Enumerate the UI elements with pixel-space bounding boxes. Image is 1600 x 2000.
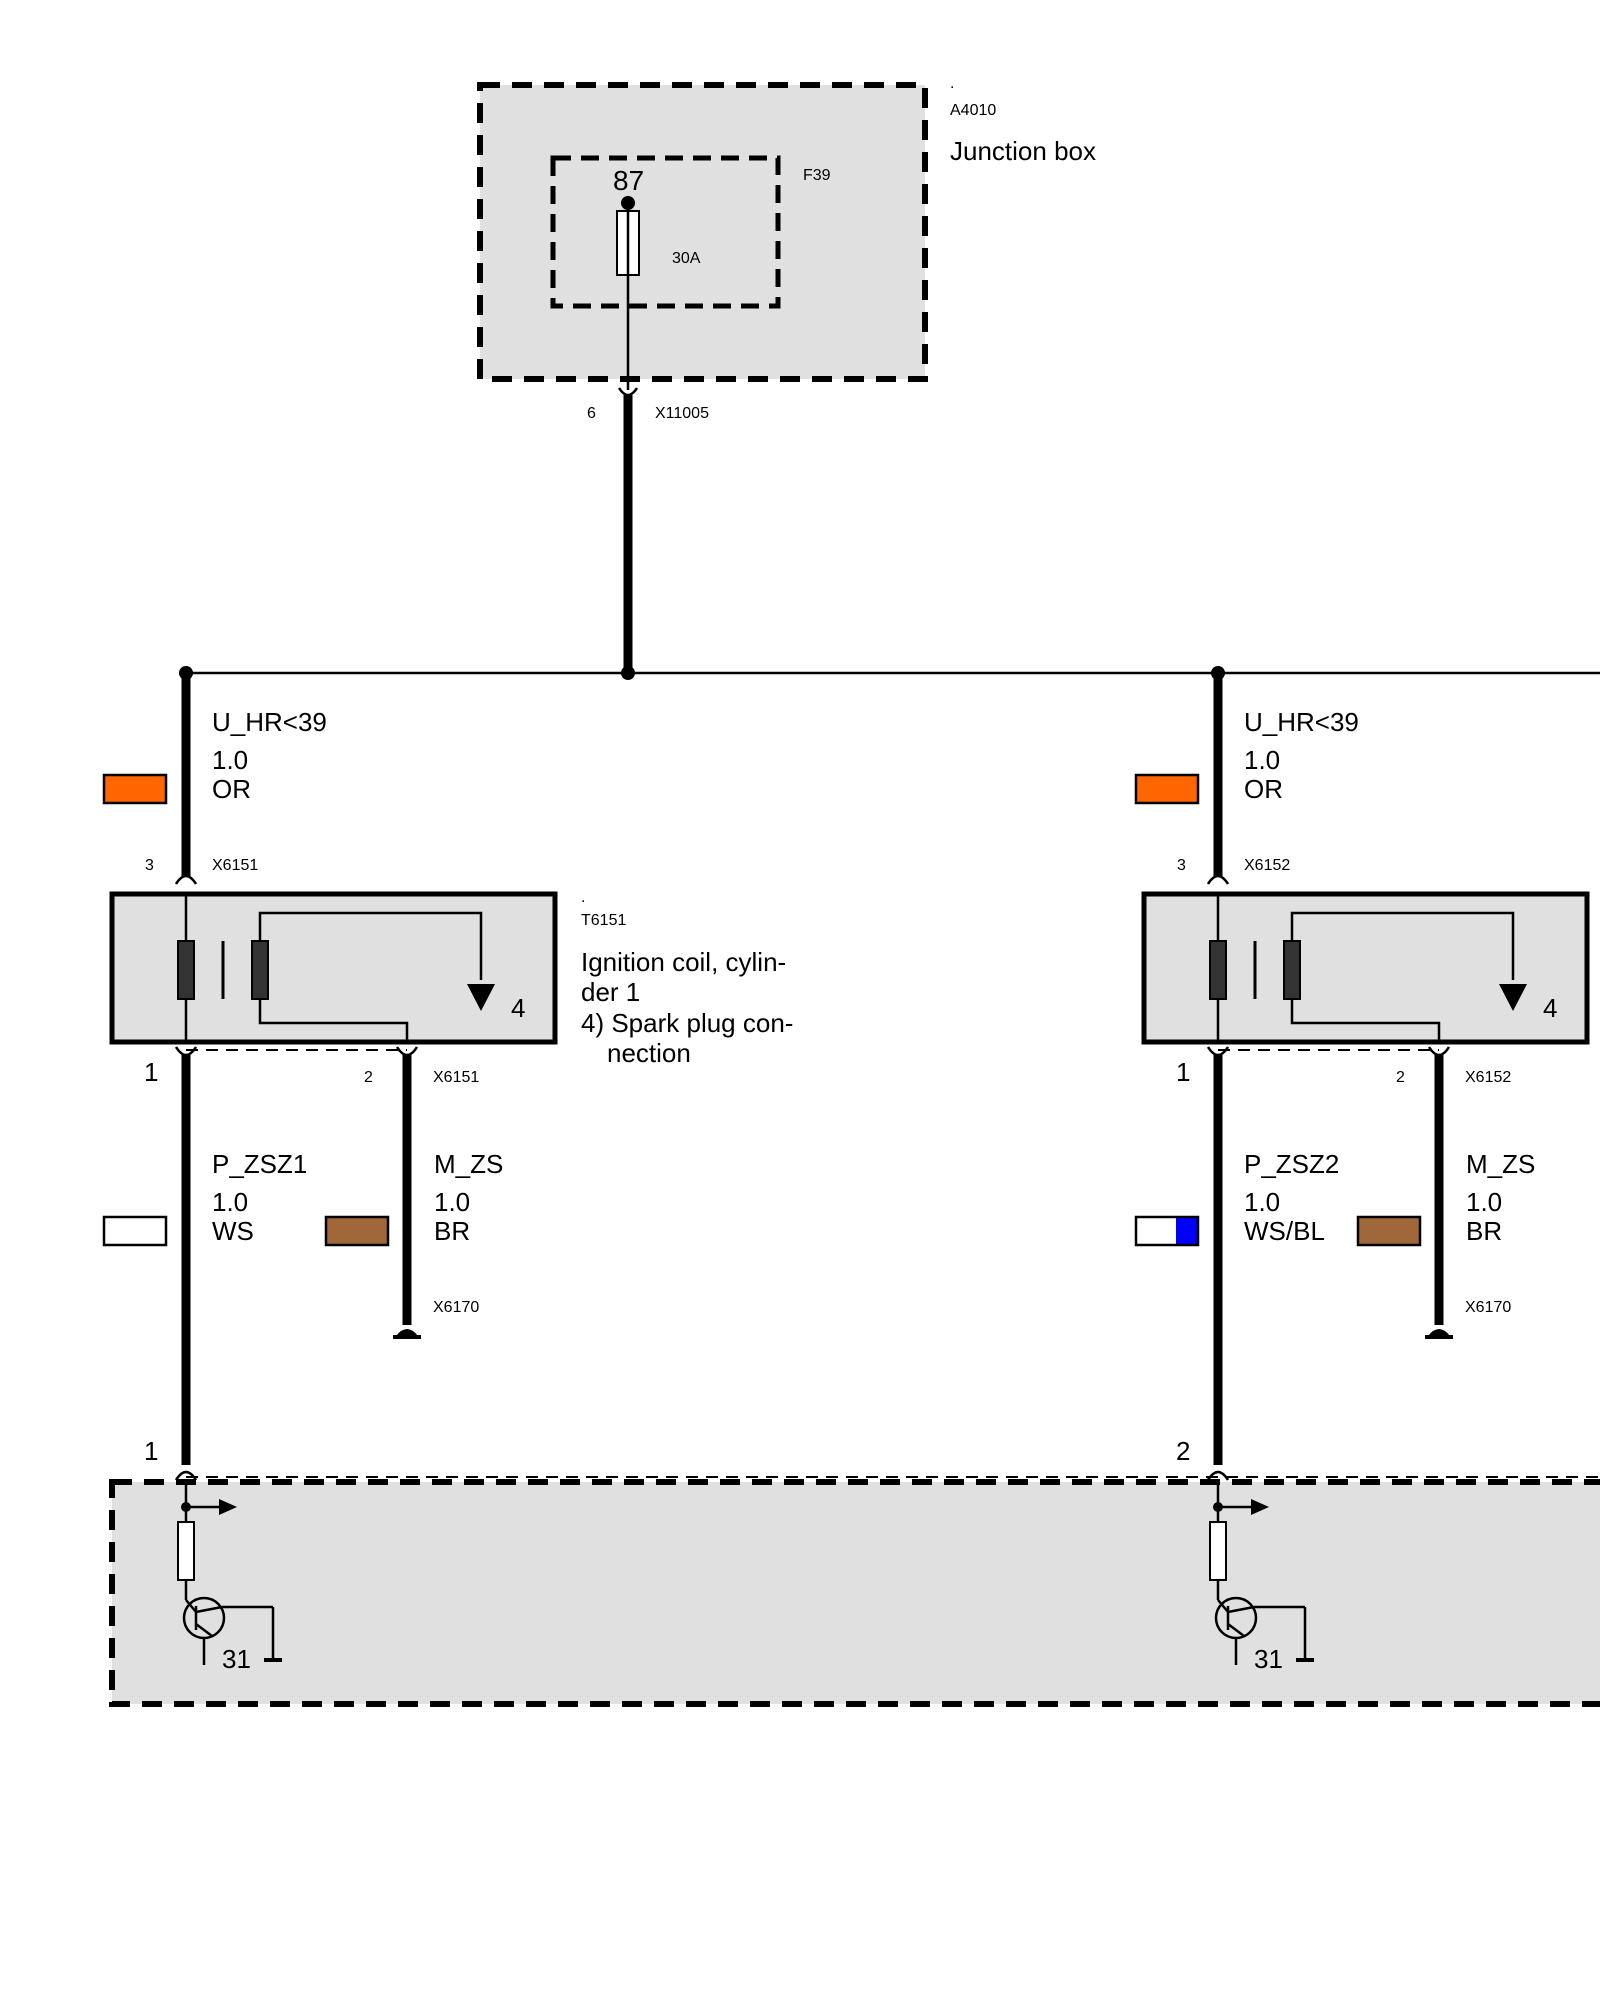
signal-color-code: WS/BL — [1244, 1216, 1325, 1246]
supply-color-code: OR — [212, 774, 251, 804]
transistor-base-lead — [185, 1599, 197, 1613]
ground-color-code: BR — [1466, 1216, 1502, 1246]
supply-color-swatch — [102, 773, 168, 805]
spark-output-arrow — [1499, 984, 1527, 1011]
transistor-collector — [195, 1605, 223, 1614]
output-stage-1: 31 — [177, 1482, 282, 1674]
primary-coil-symbol — [1209, 940, 1227, 1000]
signal-color-swatch-primary — [1136, 1217, 1176, 1245]
junction-box-id: A4010 — [950, 102, 996, 119]
fuse-id-label: F39 — [803, 167, 831, 184]
signal-name: P_ZSZ2 — [1244, 1149, 1339, 1179]
coil-input-pin: 3 — [1177, 857, 1186, 874]
supply-signal-name: U_HR<39 — [212, 707, 327, 737]
ground-color-swatch — [324, 1215, 390, 1247]
fuse-terminal-label: 87 — [613, 165, 644, 196]
junction-box-name: Junction box — [950, 136, 1096, 166]
coil-note-line-2: nection — [607, 1038, 691, 1068]
coil-output-connector: X6151 — [433, 1069, 479, 1086]
supply-color-swatch — [1134, 773, 1200, 805]
signal-wire-size: 1.0 — [212, 1187, 248, 1217]
ground-wire-size: 1.0 — [434, 1187, 470, 1217]
feedback-arrow-icon — [1251, 1499, 1269, 1515]
primary-coil-symbol — [177, 940, 195, 1000]
transistor-base-lead — [1217, 1599, 1229, 1613]
junction-box-pin: 6 — [587, 405, 596, 422]
coil-input-pin: 3 — [145, 857, 154, 874]
coil-name-line-1: Ignition coil, cylin- — [581, 947, 786, 977]
engine-control-unit: 31 31 — [109, 1470, 1600, 1707]
spark-output-arrow — [467, 984, 495, 1011]
supply-junction-dot — [621, 666, 635, 680]
junction-box-dot: . — [950, 75, 954, 92]
ground-wire-size: 1.0 — [1466, 1187, 1502, 1217]
ground-color-code: BR — [434, 1216, 470, 1246]
coil-output-pin: 1 — [144, 1057, 158, 1087]
ecu-pin-label: 2 — [1176, 1436, 1190, 1466]
ground-point-symbol — [1428, 1329, 1450, 1336]
ground-signal-name: M_ZS — [1466, 1149, 1535, 1179]
resistor-symbol — [177, 1521, 195, 1581]
signal-wire-size: 1.0 — [1244, 1187, 1280, 1217]
coil-ground-pin: 2 — [364, 1069, 373, 1086]
secondary-ground-lead — [258, 999, 409, 1042]
transistor-collector — [1227, 1605, 1255, 1614]
ecu-terminal-label: 31 — [222, 1644, 251, 1674]
signal-color-swatch-border — [1134, 1215, 1200, 1247]
coil-ground-pin: 2 — [1396, 1069, 1405, 1086]
transistor-emitter — [195, 1623, 213, 1637]
ground-point-label: X6170 — [1465, 1299, 1511, 1316]
supply-wire-size: 1.0 — [212, 745, 248, 775]
branch-cylinder-2: U_HR<39 1.0 OR 3 X6152 4 1 2 X6152 X6170… — [1134, 666, 1590, 1466]
supply-color-code: OR — [1244, 774, 1283, 804]
signal-color-swatch-stripe — [1176, 1217, 1198, 1245]
coil-dot: . — [581, 889, 585, 906]
ground-color-swatch — [1356, 1215, 1422, 1247]
secondary-coil-symbol — [251, 940, 269, 1000]
coil-name-line-2: der 1 — [581, 977, 640, 1007]
signal-color-code: WS — [212, 1216, 254, 1246]
spark-lead — [1290, 911, 1515, 980]
ecu-terminal-label: 31 — [1254, 1644, 1283, 1674]
signal-name: P_ZSZ1 — [212, 1149, 307, 1179]
ignition-coil-description: . T6151 Ignition coil, cylin- der 1 4) S… — [581, 889, 793, 1068]
ecu-connector-arc-1 — [174, 1470, 198, 1481]
ground-signal-name: M_ZS — [434, 1149, 503, 1179]
fuse-holder-outline — [550, 155, 781, 309]
signal-color-swatch — [102, 1215, 168, 1247]
coil-note-line-1: 4) Spark plug con- — [581, 1008, 793, 1038]
coil-input-connector: X6152 — [1244, 857, 1290, 874]
branch-cylinder-1: U_HR<39 1.0 OR 3 X6151 4 1 2 X6151 X6170… — [102, 666, 558, 1466]
junction-box-connector: X11005 — [655, 405, 709, 422]
spark-lead — [258, 911, 483, 980]
supply-wire-size: 1.0 — [1244, 745, 1280, 775]
ecu-pin-label: 1 — [144, 1436, 158, 1466]
secondary-ground-lead — [1290, 999, 1441, 1042]
output-stage-2: 31 — [1209, 1482, 1314, 1674]
fuse-rating-label: 30A — [672, 250, 701, 267]
junction-box-outline — [477, 82, 928, 382]
connector-arc-in — [174, 874, 198, 885]
supply-signal-name: U_HR<39 — [1244, 707, 1359, 737]
coil-output-connector: X6152 — [1465, 1069, 1511, 1086]
spark-terminal-label: 4 — [511, 993, 525, 1023]
connector-arc-in — [1206, 874, 1230, 885]
ecu-connector-arc-2 — [1206, 1470, 1230, 1481]
junction-box: 87 30A F39 . A4010 Junction box 6 X11005 — [477, 75, 1096, 422]
ground-point-symbol — [396, 1329, 418, 1336]
feedback-arrow-icon — [219, 1499, 237, 1515]
ecu-outline — [109, 1479, 1600, 1707]
transistor-emitter — [1227, 1623, 1245, 1637]
secondary-coil-symbol — [1283, 940, 1301, 1000]
ground-point-label: X6170 — [433, 1299, 479, 1316]
spark-terminal-label: 4 — [1543, 993, 1557, 1023]
coil-output-pin: 1 — [1176, 1057, 1190, 1087]
coil-id: T6151 — [581, 912, 626, 929]
resistor-symbol — [1209, 1521, 1227, 1581]
coil-input-connector: X6151 — [212, 857, 258, 874]
